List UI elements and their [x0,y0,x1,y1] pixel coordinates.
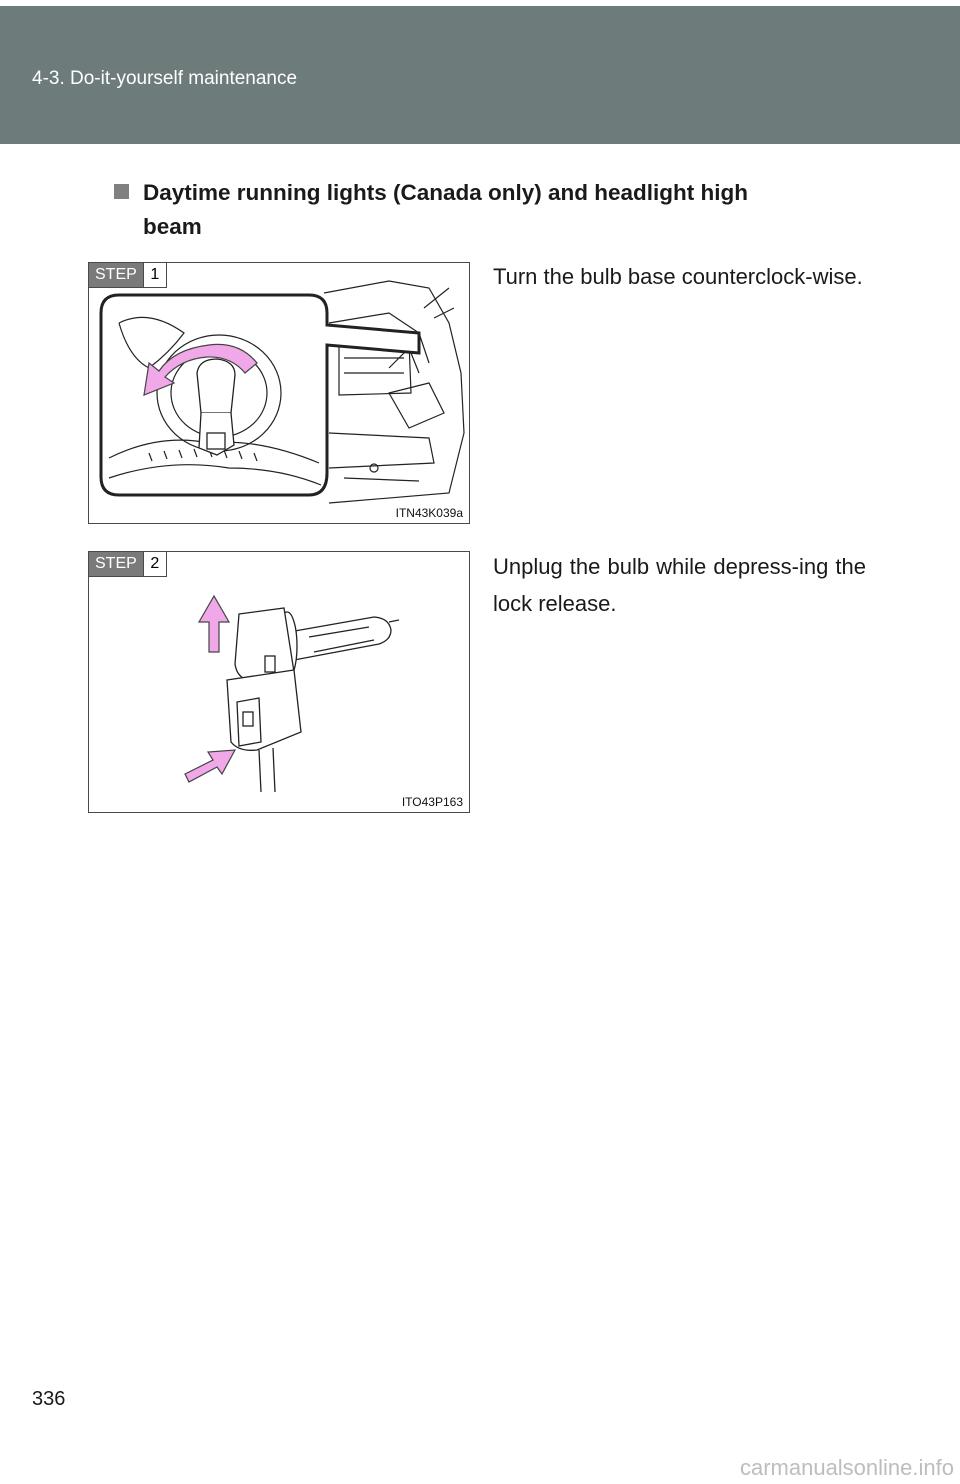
step-number: 1 [142,263,166,287]
step-2-instruction: Unplug the bulb while depress-ing the lo… [493,554,866,616]
section-title: 4-3. Do-it-yourself maintenance [32,68,298,89]
step-1-instruction: Turn the bulb base counterclock-wise. [493,264,863,289]
square-bullet-icon [114,184,129,199]
page-number: 336 [32,1388,66,1410]
step-1-figure: STEP 1 ITN43K039a [88,262,470,524]
figure-code: ITO43P163 [401,795,463,809]
headlight-bulb-rotation-illustration [99,280,465,504]
step-2-badge: STEP 2 [89,552,167,577]
up-arrow-icon [197,594,231,653]
step-2-figure: STEP 2 ITO43P163 [88,551,470,813]
section-heading: Daytime running lights (Canada only) and… [96,176,866,244]
step-word: STEP [89,552,143,576]
page-header-band: 4-3. Do-it-yourself maintenance [0,6,960,144]
bulb-unplug-illustration [184,594,400,793]
rotate-arrow-icon [143,343,258,396]
step-number: 2 [142,552,166,576]
heading-line-2: beam [143,214,202,239]
push-arrow-icon [184,749,237,783]
heading-line-1: Daytime running lights (Canada only) and… [143,180,749,205]
step-1-badge: STEP 1 [89,263,167,288]
step-word: STEP [89,263,143,287]
figure-code: ITN43K039a [395,506,463,520]
watermark: carmanualsonline.info [739,1455,954,1480]
